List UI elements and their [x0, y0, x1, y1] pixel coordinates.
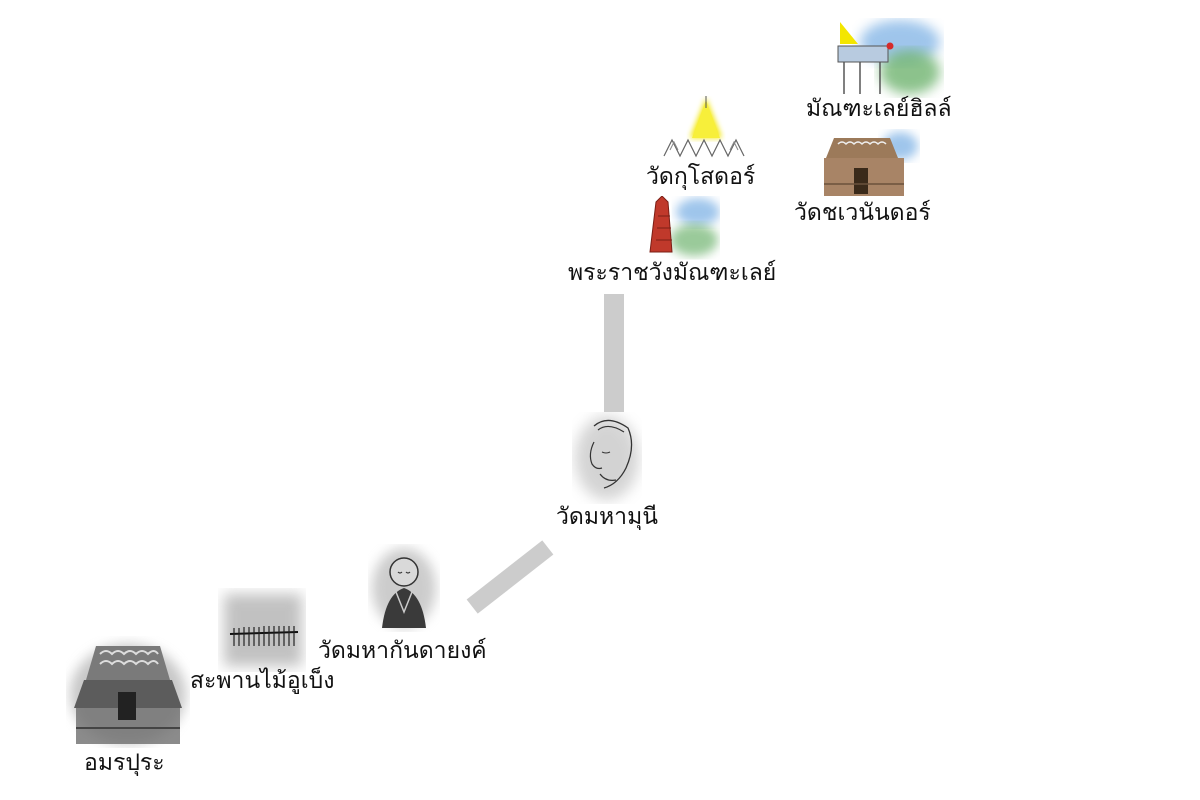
- connector-bar-diagonal: [466, 540, 554, 614]
- monk-icon: [368, 544, 440, 632]
- teak-monastery-icon: [820, 128, 920, 200]
- place-label-shwenandaw: วัดชเวนันดอร์: [794, 200, 931, 226]
- buddha-face-icon: [572, 412, 642, 504]
- place-label-amarapura: อมรปุระ: [84, 750, 165, 776]
- place-label-mahamuni: วัดมหามุนี: [556, 504, 658, 530]
- place-label-mandalay-palace: พระราชวังมัณฑะเลย์: [568, 260, 777, 286]
- place-label-kuthodaw: วัดกุโสดอร์: [646, 164, 756, 190]
- pagoda-roof-icon: [66, 636, 190, 748]
- hilltop-pavilion-icon: [834, 18, 944, 98]
- place-label-mahagandayon: วัดมหากันดายงค์: [318, 638, 487, 664]
- place-label-mandalay-hill: มัณฑะเลย์ฮิลล์: [806, 96, 952, 122]
- connector-bar-vertical: [604, 294, 624, 412]
- palace-tower-icon: [640, 195, 720, 260]
- wooden-bridge-icon: [218, 588, 306, 672]
- place-label-u-bein-bridge: สะพานไม้อูเบ็ง: [190, 668, 335, 694]
- golden-stupa-icon: [660, 96, 752, 162]
